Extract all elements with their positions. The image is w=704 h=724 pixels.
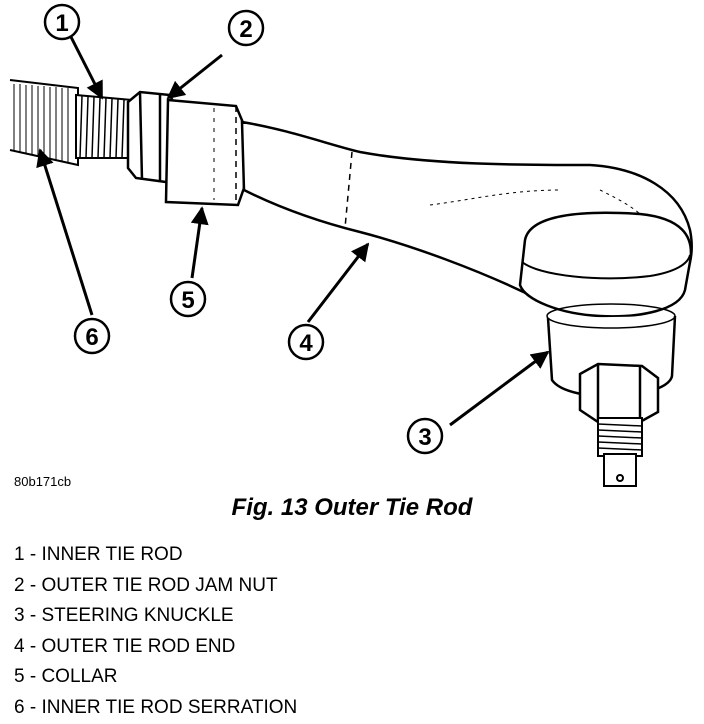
svg-text:1: 1 [55, 10, 68, 37]
arrow-6 [36, 148, 94, 316]
arrow-1 [68, 34, 104, 100]
callout-1: 1 [43, 3, 81, 41]
callout-3: 3 [406, 417, 444, 455]
svg-text:2: 2 [239, 16, 252, 43]
collar [164, 98, 246, 207]
legend-list: 1 - INNER TIE ROD 2 - OUTER TIE ROD JAM … [14, 540, 297, 724]
leader-arrows [36, 34, 550, 427]
arrow-3 [449, 350, 550, 427]
svg-text:5: 5 [181, 287, 194, 314]
jam-nut [126, 90, 178, 184]
figure-id-label: 80b171cb [14, 474, 72, 489]
threaded-section [75, 93, 133, 159]
callout-4: 4 [287, 323, 325, 361]
callout-6: 6 [73, 317, 111, 355]
legend-item: 1 - INNER TIE ROD [14, 544, 183, 565]
arrow-4 [306, 242, 370, 323]
legend-item: 4 - OUTER TIE ROD END [14, 635, 236, 657]
legend-item: 2 - OUTER TIE ROD JAM NUT [14, 574, 278, 596]
svg-text:6: 6 [85, 324, 98, 351]
figure-caption: Fig. 13 Outer Tie Rod [231, 494, 473, 521]
callout-2: 2 [227, 9, 265, 47]
legend-item: 6 - INNER TIE ROD SERRATION [14, 696, 298, 718]
legend-item: 3 - STEERING KNUCKLE [14, 605, 234, 627]
arrow-2 [166, 53, 223, 100]
ball-joint-housing [518, 211, 693, 318]
arrow-5 [190, 206, 209, 279]
inner-tie-rod-shaft [9, 79, 79, 167]
legend-item: 5 - COLLAR [14, 666, 118, 688]
tie-rod-diagram: 1 2 3 4 5 6 [9, 3, 693, 487]
svg-text:4: 4 [299, 330, 313, 357]
threaded-stud [597, 417, 643, 487]
callout-5: 5 [169, 280, 207, 318]
svg-text:3: 3 [418, 424, 431, 451]
stud-hex-nut [578, 362, 660, 424]
